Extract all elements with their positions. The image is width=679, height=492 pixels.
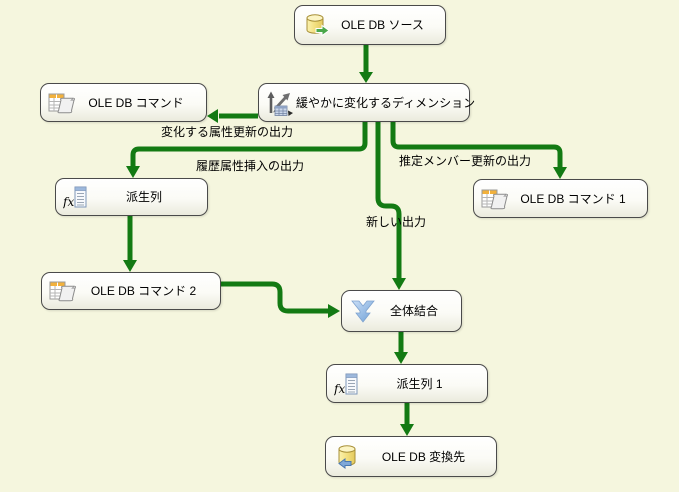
node-oledb-command[interactable]: OLE DB コマンド [40, 83, 207, 122]
oledb-command-icon [481, 185, 509, 213]
node-label: OLE DB コマンド [88, 95, 184, 110]
node-label: OLE DB コマンド 1 [520, 191, 626, 206]
node-derived-column[interactable]: fx 派生列 [55, 178, 208, 216]
edge-label-inferred-member-updates: 推定メンバー更新の出力 [398, 154, 531, 168]
derived-column-icon: fx [334, 370, 362, 398]
connector-derived-column-1-to-oledb-destination[interactable] [400, 403, 414, 436]
svg-text:fx: fx [63, 195, 74, 209]
node-label: 緩やかに変化するディメンション [296, 95, 476, 110]
union-all-icon [349, 297, 377, 325]
node-label: OLE DB コマンド 2 [90, 284, 197, 298]
connector-scd-to-derived-column[interactable] [126, 122, 368, 178]
node-oledb-source[interactable]: OLE DB ソース [294, 5, 446, 45]
node-union-all[interactable]: 全体結合 [341, 290, 462, 332]
edge-label-historical-attribute-inserts: 履歴属性挿入の出力 [195, 159, 304, 173]
oledb-command-icon [49, 277, 77, 305]
node-slowly-changing-dimension[interactable]: 緩やかに変化するディメンション [258, 83, 475, 122]
edge-label-new-output: 新しい出力 [365, 215, 426, 229]
node-label: 派生列 [125, 190, 162, 204]
node-label: OLE DB ソース [341, 18, 424, 32]
node-oledb-command-1[interactable]: OLE DB コマンド 1 [473, 179, 648, 218]
derived-column-icon: fx [63, 183, 91, 211]
connector-scd-to-union-all[interactable] [375, 122, 406, 290]
connector-union-all-to-derived-column-1[interactable] [394, 332, 408, 364]
slowly-changing-dimension-icon [266, 89, 296, 117]
connector-derived-column-to-oledb-command-2[interactable] [123, 216, 137, 272]
connector-scd-to-oledb-command-1[interactable] [390, 122, 567, 179]
node-oledb-command-2[interactable]: OLE DB コマンド 2 [41, 272, 221, 310]
connector-source-to-scd[interactable] [359, 45, 373, 83]
node-label: OLE DB 変換先 [381, 449, 466, 464]
connector-oledb-command-2-to-union-all[interactable] [221, 281, 340, 318]
svg-text:fx: fx [334, 382, 345, 396]
node-derived-column-1[interactable]: fx 派生列 1 [326, 364, 488, 403]
node-oledb-destination[interactable]: OLE DB 変換先 [325, 436, 497, 477]
database-destination-icon [333, 443, 361, 471]
connector-scd-to-oledb-command[interactable] [207, 109, 258, 123]
node-label: 派生列 1 [396, 376, 443, 391]
edge-label-changing-attribute-updates: 変化する属性更新の出力 [160, 125, 293, 139]
oledb-command-icon [48, 89, 76, 117]
node-label: 全体結合 [389, 304, 438, 318]
database-source-icon [302, 11, 330, 39]
